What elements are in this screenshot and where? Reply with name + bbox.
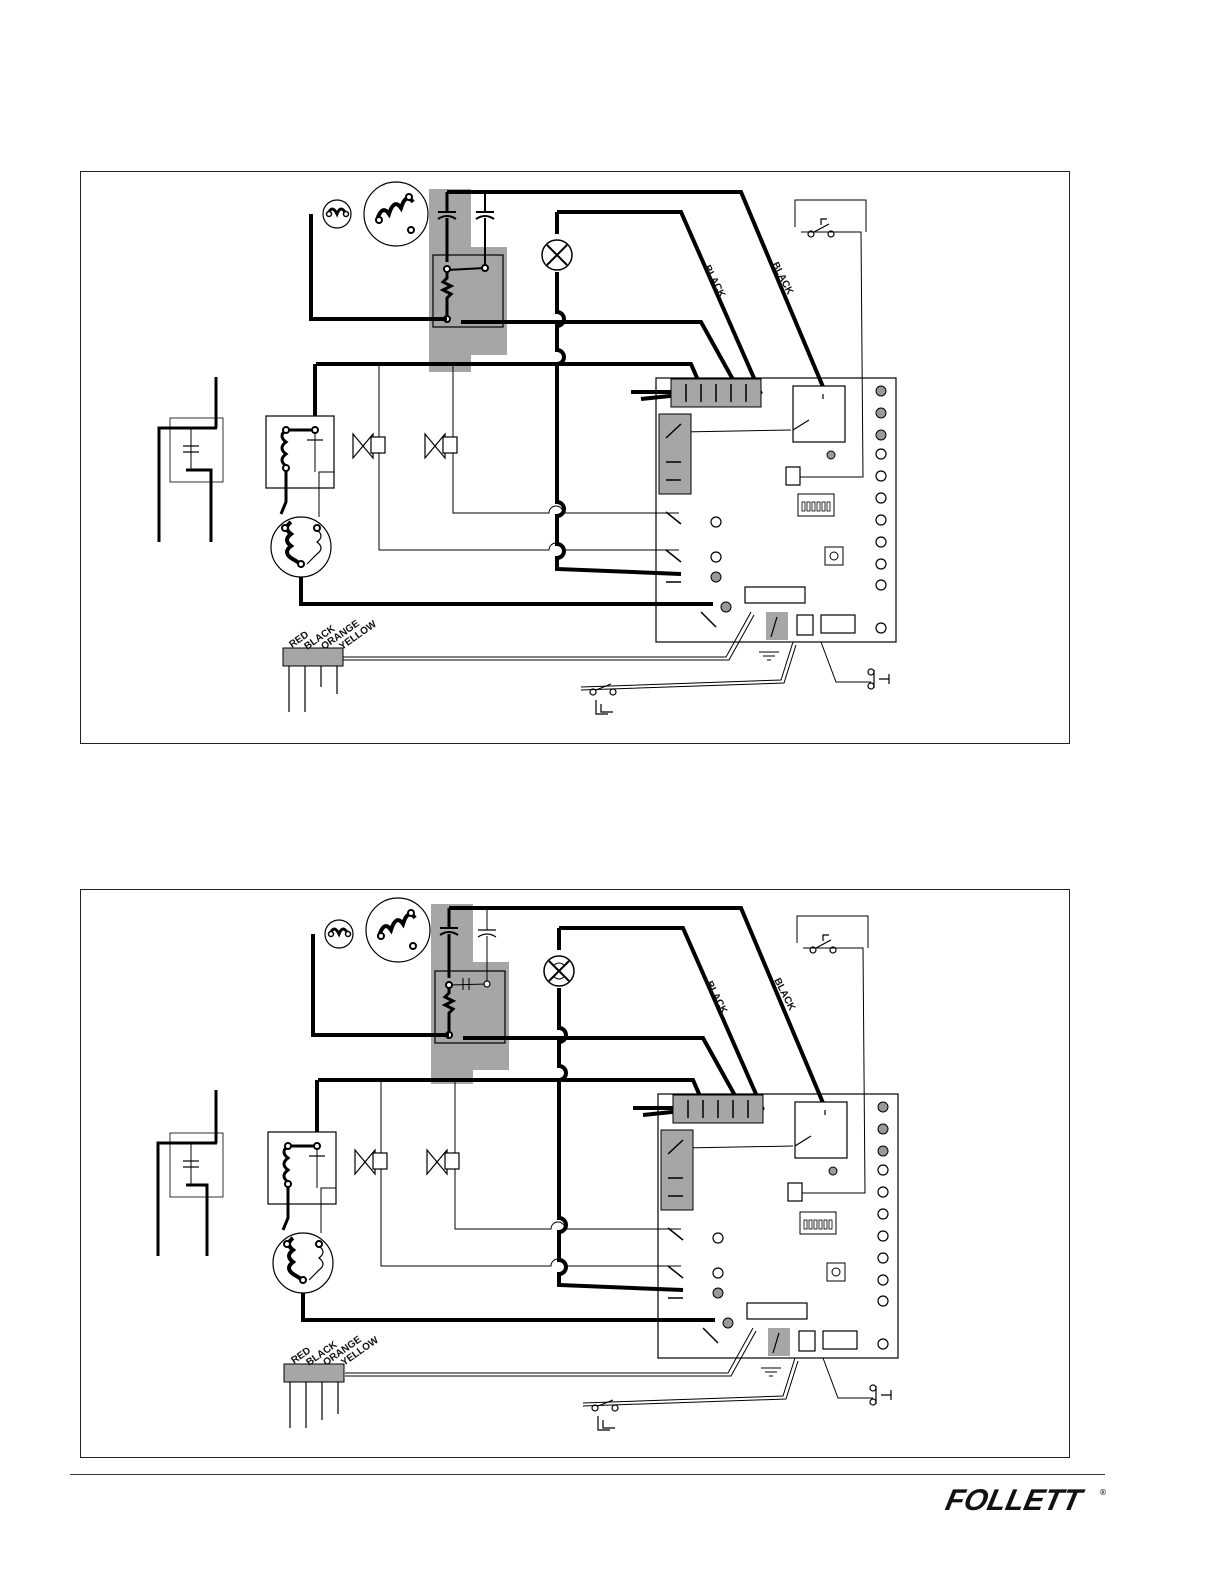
thermal-protector-icon (323, 200, 351, 228)
drain-valve-icon (425, 434, 457, 458)
wire-label-black-1: BLACK (703, 979, 729, 1016)
wiring-diagram-top-svg: BLACK BLACK RED BLACK ORANGE YELLOW (81, 172, 1069, 743)
footer-divider (70, 1474, 1105, 1475)
wiring-diagram-top: BLACK BLACK RED BLACK ORANGE YELLOW (80, 171, 1070, 744)
signal-wiring (343, 200, 871, 690)
wire-label-black-1: BLACK (701, 263, 727, 300)
contactor-icon (266, 416, 334, 488)
bin-switch-icon (158, 1090, 223, 1256)
power-connector (283, 648, 343, 712)
bin-switch-icon (159, 377, 223, 542)
ground-terminal-highlight (766, 612, 788, 640)
ground-terminal-highlight (768, 1328, 790, 1356)
auger-motor-icon (273, 1233, 333, 1293)
fan-motor-icon (364, 182, 428, 246)
relay-highlight (429, 247, 507, 355)
drain-valve-icon (427, 1150, 459, 1174)
fan-icon (542, 240, 572, 270)
thermal-protector-icon (325, 920, 353, 948)
push-switch-icon (868, 669, 889, 689)
wiring-diagram-bottom: BLACK BLACK RED BLACK ORANGE YELLOW (80, 889, 1070, 1458)
pressure-switch-icon (808, 219, 834, 237)
relay-highlight (431, 962, 509, 1070)
pressure-switch-icon (810, 935, 836, 953)
fan-icon (544, 956, 574, 986)
follett-logo: FOLLETT (942, 1484, 1084, 1518)
water-valve-icon (353, 434, 385, 458)
auger-motor-icon (271, 517, 331, 577)
fan-motor-icon (366, 898, 430, 962)
water-valve-icon (355, 1150, 387, 1174)
contactor-icon (268, 1132, 336, 1204)
wiring-diagram-bottom-svg: BLACK BLACK RED BLACK ORANGE YELLOW (81, 890, 1069, 1457)
push-switch-icon (870, 1385, 891, 1405)
signal-wiring (345, 916, 873, 1406)
registered-mark: ® (1099, 1488, 1107, 1497)
power-connector (284, 1364, 344, 1428)
